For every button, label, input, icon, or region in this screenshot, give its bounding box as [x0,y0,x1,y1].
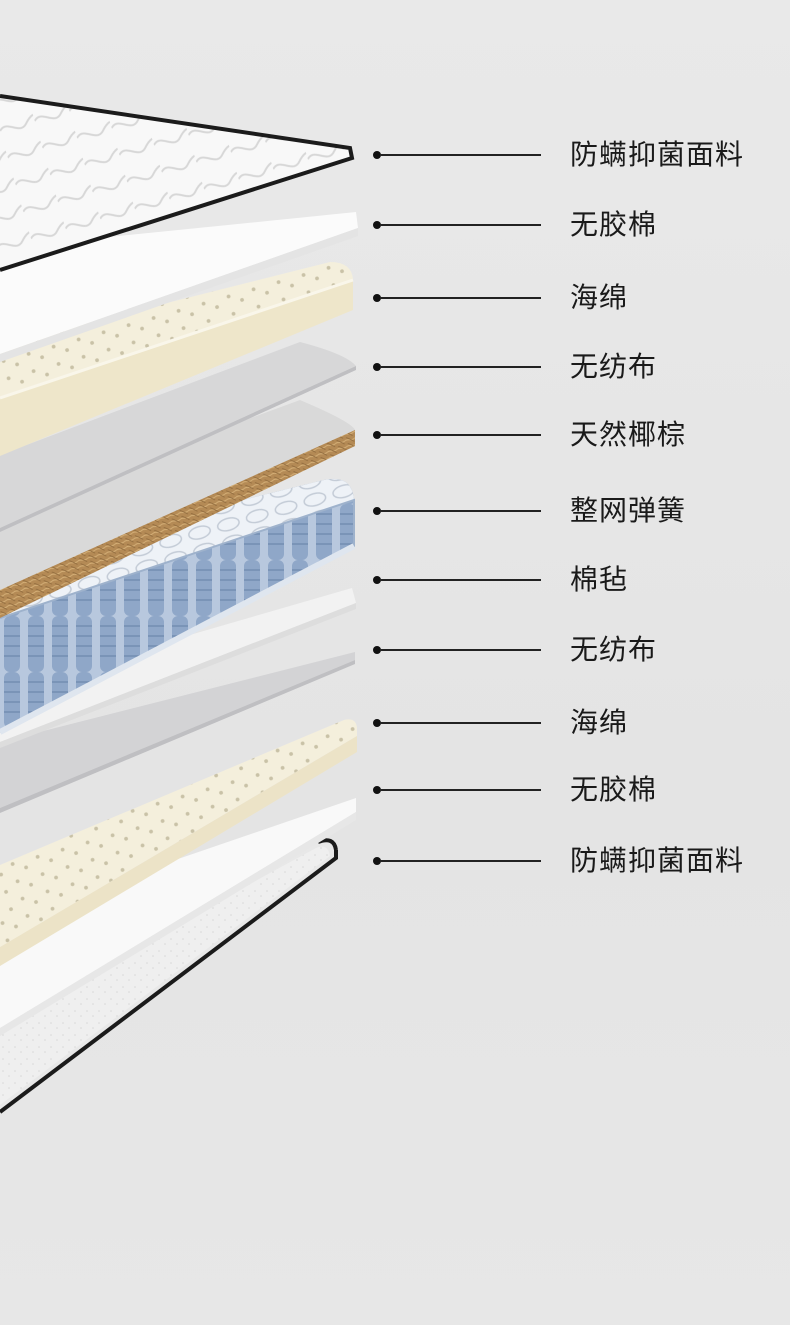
callout-dot [373,719,381,727]
leader-line [381,224,541,226]
leader-line [381,860,541,862]
callout-bottom-nonwoven: 无纺布 [0,630,790,670]
callout-bottom-cotton: 无胶棉 [0,770,790,810]
callout-dot [373,151,381,159]
callout-top-fabric: 防螨抑菌面料 [0,135,790,175]
callout-dot [373,363,381,371]
leader-line [381,297,541,299]
callout-dot [373,221,381,229]
bottom-foam-layer [0,719,357,966]
felt-layer [0,588,356,748]
layer-label: 防螨抑菌面料 [570,844,745,877]
top-fabric-layer [0,94,355,272]
bottom-cotton-layer [0,798,356,1036]
layer-label: 棉毡 [570,563,629,596]
leader-line [381,789,541,791]
callout-top-cotton: 无胶棉 [0,205,790,245]
leader-line [381,366,541,368]
bottom-fabric-layer [0,838,338,1114]
callout-dot [373,646,381,654]
top-foam-layer [0,262,354,456]
leader-line [381,154,541,156]
bottom-nonwoven-layer [0,652,355,813]
callout-dot [373,431,381,439]
leader-line [381,510,541,512]
layer-label: 无纺布 [570,633,658,666]
layer-label: 无纺布 [570,350,658,383]
coir-layer [0,400,355,618]
callout-bottom-fabric: 防螨抑菌面料 [0,841,790,881]
leader-line [381,434,541,436]
callout-dot [373,507,381,515]
callout-dot [373,786,381,794]
layer-label: 海绵 [570,281,629,314]
layer-label: 天然椰棕 [570,418,687,451]
top-nonwoven-layer [0,342,356,532]
leader-line [381,722,541,724]
callout-dot [373,576,381,584]
callout-coir: 天然椰棕 [0,415,790,455]
callout-bottom-foam: 海绵 [0,703,790,743]
callout-dot [373,857,381,865]
layer-label: 海绵 [570,706,629,739]
layer-label: 整网弹簧 [570,494,687,527]
layer-label: 无胶棉 [570,773,658,806]
callout-top-foam: 海绵 [0,278,790,318]
layer-label: 无胶棉 [570,208,658,241]
leader-line [381,649,541,651]
callout-dot [373,294,381,302]
callout-top-nonwoven: 无纺布 [0,347,790,387]
layer-label: 防螨抑菌面料 [570,138,745,171]
leader-line [381,579,541,581]
callout-felt: 棉毡 [0,560,790,600]
top-cotton-layer [0,212,358,362]
callout-spring: 整网弹簧 [0,491,790,531]
